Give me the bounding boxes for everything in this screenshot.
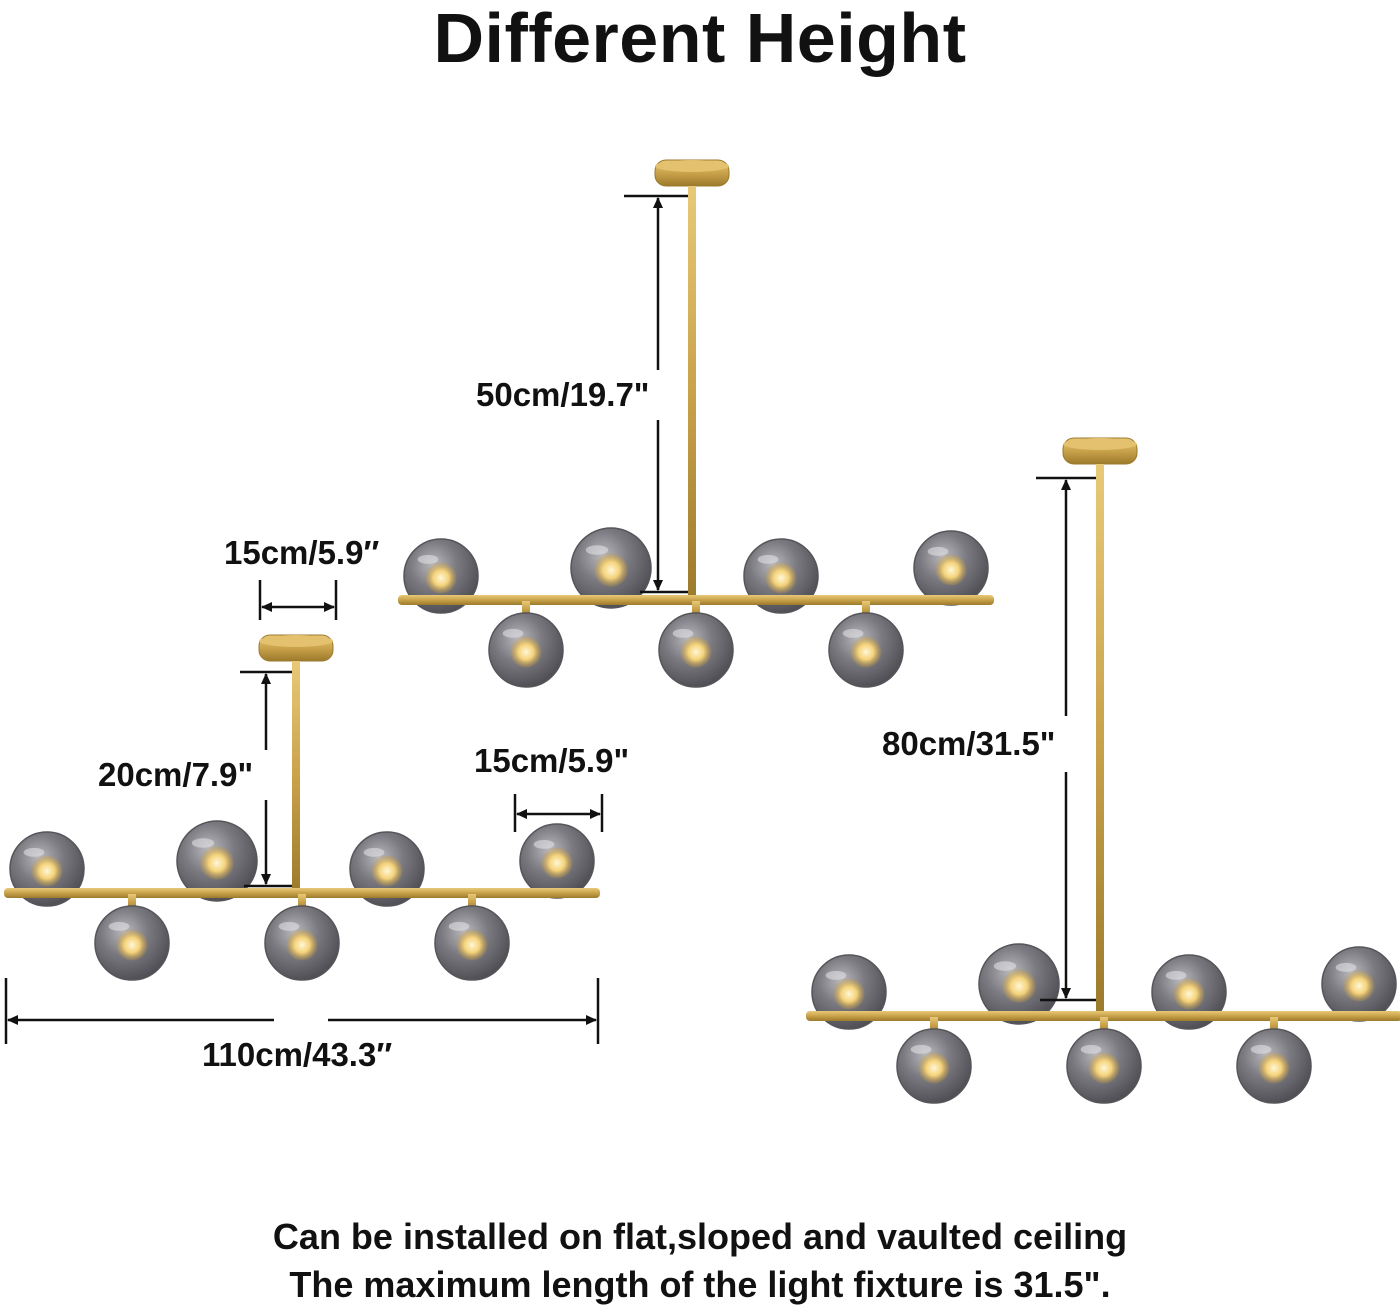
- glass-globe: [1321, 946, 1397, 1022]
- glass-globe: [403, 538, 479, 614]
- bulb: [1258, 1052, 1290, 1084]
- glass-globe: [519, 823, 595, 899]
- bulb: [116, 929, 148, 961]
- glass-globe: [176, 820, 258, 902]
- bulb: [200, 846, 234, 880]
- horizontal-bar: [398, 595, 994, 605]
- page-title: Different Height: [433, 0, 967, 77]
- glass-globe: [1066, 1017, 1142, 1104]
- top-height-label: 50cm/19.7": [476, 376, 650, 413]
- bulb: [1343, 970, 1375, 1002]
- bulb: [371, 855, 403, 887]
- bulb: [510, 636, 542, 668]
- footer-line-1: Can be installed on flat,sloped and vaul…: [272, 1216, 1128, 1257]
- glass-globe: [349, 831, 425, 907]
- right-height-label: 80cm/31.5": [882, 725, 1056, 762]
- horizontal-bar: [806, 1011, 1400, 1021]
- bulb: [1173, 978, 1205, 1010]
- bulb: [425, 562, 457, 594]
- bulb: [918, 1052, 950, 1084]
- glass-globe: [978, 943, 1060, 1025]
- bulb: [833, 978, 865, 1010]
- fixture-20cm: [4, 634, 600, 981]
- glass-globe: [434, 894, 510, 981]
- bulb: [850, 636, 882, 668]
- glass-globe: [1236, 1017, 1312, 1104]
- ceiling-plate-width-label: 15cm/5.9″: [224, 534, 380, 571]
- glass-globe: [9, 831, 85, 907]
- glass-globe: [811, 954, 887, 1030]
- bulb: [680, 636, 712, 668]
- fixture-50cm: [398, 159, 994, 688]
- glass-globe: [743, 538, 819, 614]
- glass-globe: [896, 1017, 972, 1104]
- footer-line-2: The maximum length of the light fixture …: [289, 1264, 1111, 1305]
- glass-globe: [913, 530, 989, 606]
- down-rod: [292, 661, 300, 893]
- left-height-label: 20cm/7.9": [98, 756, 254, 793]
- fixture-80cm: [806, 437, 1400, 1104]
- bulb: [31, 855, 63, 887]
- glass-globe: [264, 894, 340, 981]
- bulb: [1002, 969, 1036, 1003]
- total-length-label: 110cm/43.3″: [202, 1036, 393, 1073]
- glass-globe: [658, 601, 734, 688]
- globe-spacing-label: 15cm/5.9": [474, 742, 630, 779]
- glass-globe: [570, 527, 652, 609]
- down-rod: [1096, 464, 1104, 1016]
- bulb: [935, 554, 967, 586]
- bulb: [1088, 1052, 1120, 1084]
- bulb: [765, 562, 797, 594]
- glass-globe: [94, 894, 170, 981]
- bulb: [286, 929, 318, 961]
- bulb: [541, 847, 573, 879]
- glass-globe: [1151, 954, 1227, 1030]
- bulb: [594, 553, 628, 587]
- horizontal-bar: [4, 888, 600, 898]
- bulb: [456, 929, 488, 961]
- down-rod: [688, 186, 696, 600]
- glass-globe: [488, 601, 564, 688]
- glass-globe: [828, 601, 904, 688]
